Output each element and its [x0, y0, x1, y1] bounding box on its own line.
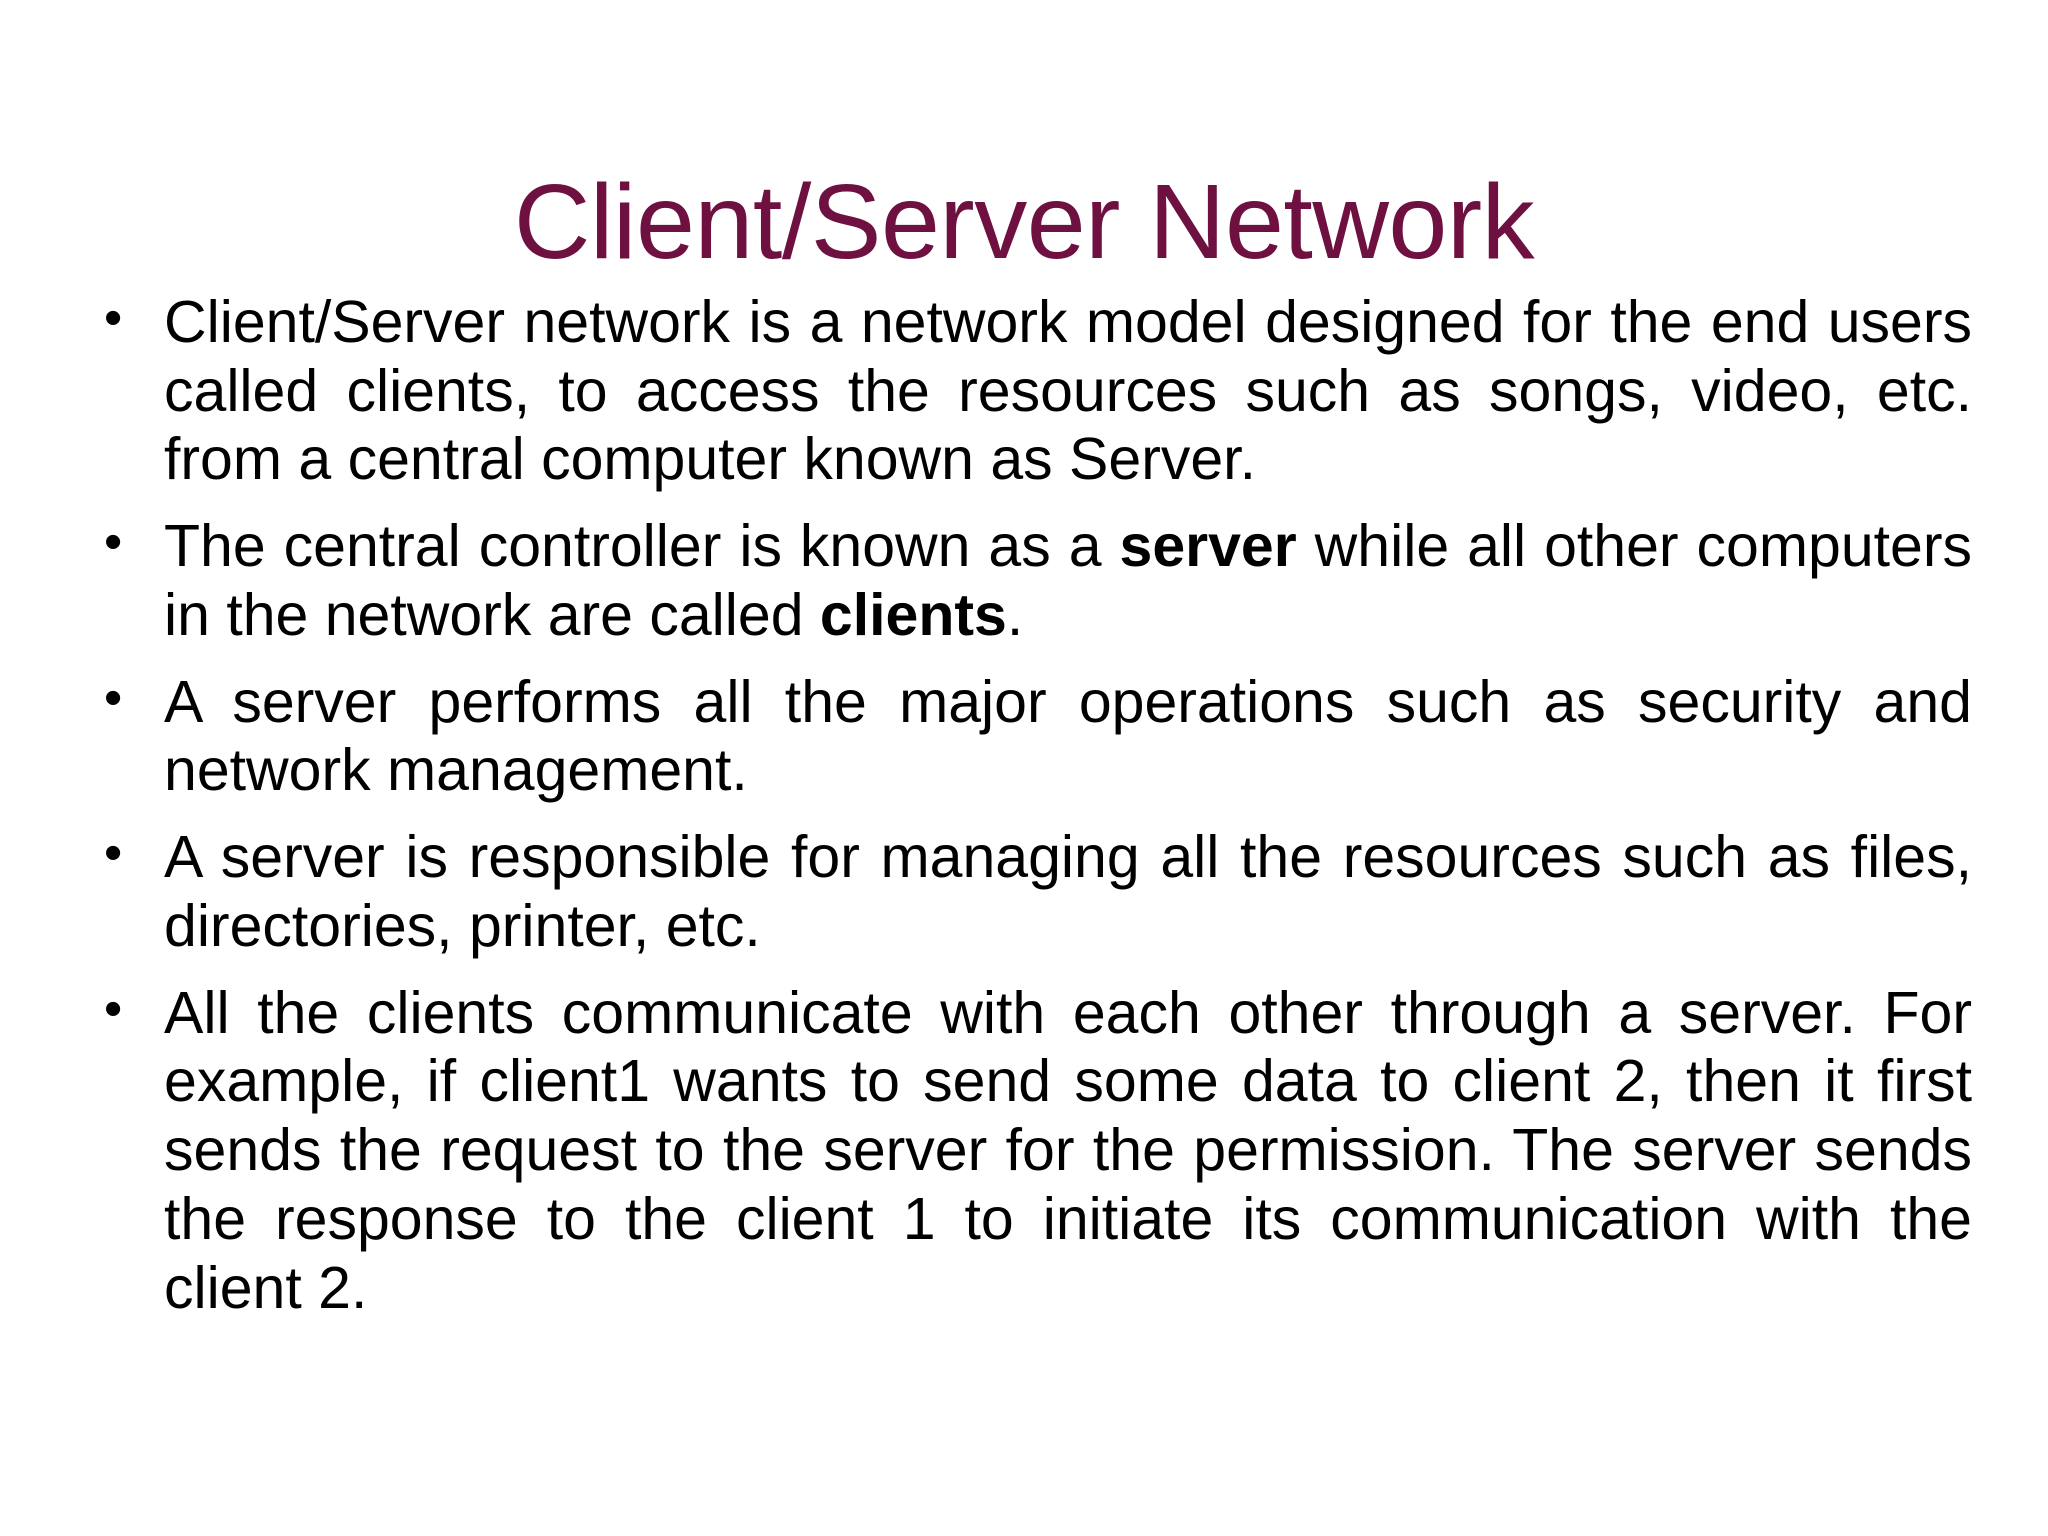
list-item: A server performs all the major operatio…: [92, 666, 1972, 805]
bullet-text: All the clients communicate with each ot…: [164, 979, 1972, 1321]
list-item: Client/Server network is a network model…: [92, 286, 1972, 494]
page-title: Client/Server Network: [513, 163, 1535, 282]
bullet-text: The central controller is known as a ser…: [164, 513, 1972, 648]
bullet-text: A server performs all the major operatio…: [164, 668, 1972, 804]
bullet-list: Client/Server network is a network model…: [92, 286, 1972, 1323]
list-item: All the clients communicate with each ot…: [92, 977, 1972, 1323]
slide-body: Client/Server network is a network model…: [92, 286, 1972, 1323]
list-item: A server is responsible for managing all…: [92, 821, 1972, 960]
bullet-text: Client/Server network is a network model…: [164, 289, 1972, 493]
list-item: The central controller is known as a ser…: [92, 510, 1972, 649]
bullet-text: A server is responsible for managing all…: [164, 824, 1972, 959]
